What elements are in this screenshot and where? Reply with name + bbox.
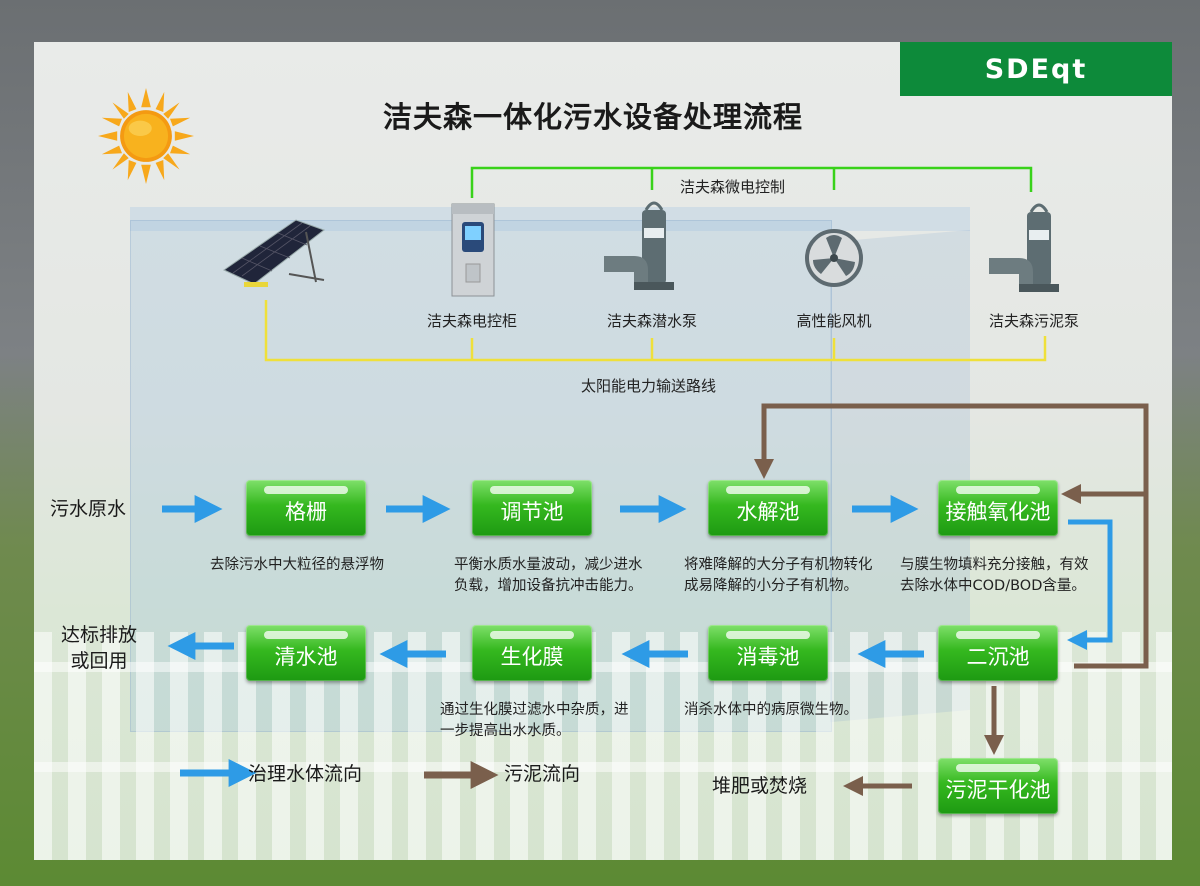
device-label-fan: 高性能风机 — [796, 312, 872, 330]
solar-line-label: 太阳能电力输送路线 — [581, 377, 717, 395]
sludge-pump-icon — [989, 203, 1059, 292]
page-title: 洁夫森一体化污水设备处理流程 — [382, 100, 803, 134]
discharge-label: 达标排放 或回用 — [60, 624, 137, 672]
node-disinfect: 消毒池 — [708, 625, 828, 681]
node-hydrolysis: 水解池 — [708, 480, 828, 536]
node-membrane: 生化膜 — [472, 625, 592, 681]
desc-contact: 与膜生物填料充分接触，有效去除水体中COD/BOD含量。 — [900, 557, 1089, 594]
water-flow-arrows — [162, 495, 1113, 787]
desc-membrane: 通过生化膜过滤水中杂质，进一步提高出水水质。 — [440, 702, 629, 739]
micro-control-label: 洁夫森微电控制 — [680, 178, 786, 196]
node-regulate: 调节池 — [472, 480, 592, 536]
fan-icon — [805, 229, 863, 287]
diagram-panel: SDEqt 洁夫森一体化污水设备处理流程 — [34, 42, 1172, 860]
device-label-sludge-pump: 洁夫森污泥泵 — [988, 312, 1079, 330]
node-clear-water: 清水池 — [246, 625, 366, 681]
diagram-lines — [162, 166, 1149, 796]
node-secondary-settle: 二沉池 — [938, 625, 1058, 681]
solar-line — [264, 300, 1047, 362]
sludge-flow-arrows — [424, 403, 1149, 796]
device-label-cabinet: 洁夫森电控柜 — [426, 312, 517, 330]
raw-water-label: 污水原水 — [50, 498, 127, 520]
desc-disinfect: 消杀水体中的病原微生物。 — [684, 702, 858, 718]
tank-top-backdrop — [130, 207, 970, 231]
node-grid: 格栅 — [246, 480, 366, 536]
solar-panel-icon — [223, 219, 326, 287]
sun-icon — [98, 88, 194, 184]
desc-grid: 去除污水中大粒径的悬浮物 — [210, 557, 384, 573]
fence-rail — [34, 662, 1172, 672]
control-cabinet-icon — [451, 203, 495, 297]
desc-regulate: 平衡水质水量波动，减少进水负载，增加设备抗冲击能力。 — [454, 557, 643, 594]
desc-hydrolysis: 将难降解的大分子有机物转化成易降解的小分子有机物。 — [684, 557, 873, 594]
brand-logo: SDEqt — [900, 42, 1172, 96]
legend-sludge-label: 污泥流向 — [504, 763, 581, 785]
node-sludge-dry: 污泥干化池 — [938, 758, 1058, 814]
fence-rail — [34, 762, 1172, 772]
node-contact-oxidation: 接触氧化池 — [938, 480, 1058, 536]
device-label-pump: 洁夫森潜水泵 — [606, 312, 697, 330]
control-line — [470, 166, 1033, 198]
legend-water-label: 治理水体流向 — [248, 763, 363, 785]
compost-label: 堆肥或焚烧 — [712, 775, 808, 797]
submersible-pump-icon — [604, 201, 674, 290]
